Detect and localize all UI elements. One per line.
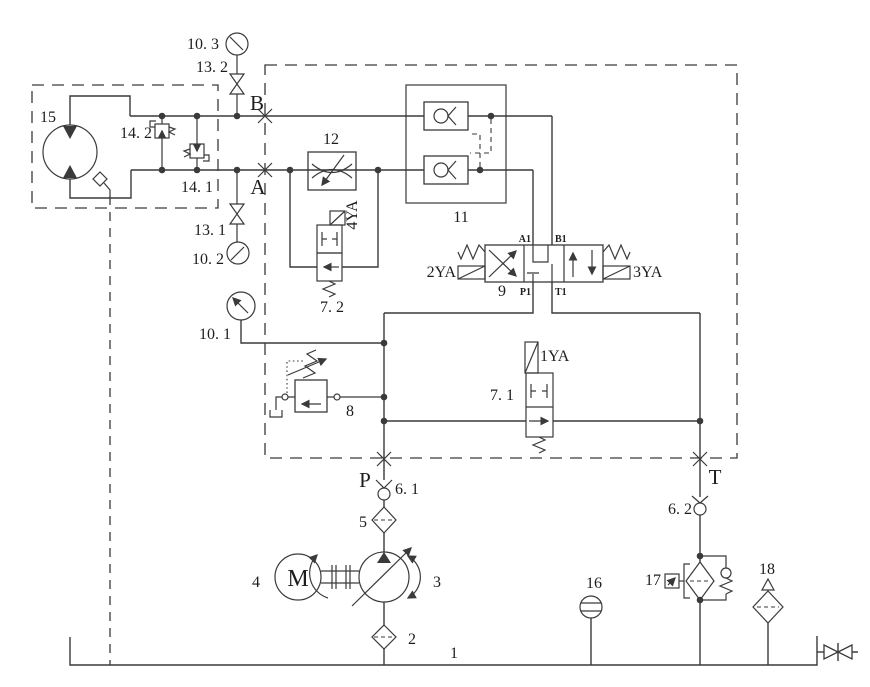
solenoid-valve-7-1 [384,341,700,454]
shutoff-valve-13-2 [228,73,246,116]
pressure-line-p [371,313,397,552]
level-gauge-16 [579,595,603,665]
motor-m-icon [274,553,322,601]
bypass-check-icon [720,567,732,579]
work-line-b [130,115,553,245]
spring-icon [321,280,337,298]
label-port-p1: P1 [520,287,531,298]
shutoff-valve-icon [228,73,246,95]
label-4: 4 [252,574,260,591]
drain-port-icon [92,171,108,187]
label-6-2: 6. 2 [668,501,692,518]
solenoid-icon [602,265,631,280]
label-14-2: 14. 2 [120,125,152,142]
spring-icon [718,577,734,595]
flow-control-valve-12 [307,151,357,191]
label-16: 16 [586,575,602,592]
coupling-icon [331,565,351,589]
spring-icon [457,243,486,261]
gauge-10-2 [226,241,250,265]
label-2ya: 2YA [427,264,457,281]
label-12: 12 [323,131,339,148]
label-13-1: 13. 1 [194,222,226,239]
label-13-2: 13. 2 [196,59,228,76]
variable-pump-3 [351,547,421,665]
gauge-10-3 [225,32,249,74]
port-plug-x-icon [376,451,392,467]
junction-dots [158,112,704,604]
shutoff-valve-13-1 [228,170,246,242]
gauge-10-1 [226,291,384,344]
label-1: 1 [450,645,458,662]
return-line-t [691,313,709,562]
electric-motor-4 [274,553,359,601]
directional-valve-9 [384,243,700,314]
label-18: 18 [759,561,775,578]
crossover-relief-14-1 [182,116,210,170]
spring-icon [531,436,547,454]
solenoid-icon [524,341,539,374]
label-15: 15 [40,109,56,126]
relief-valve-8 [269,349,384,418]
air-breather-18 [752,577,784,665]
labels: 15 10. 3 13. 2 B 14. 2 14. 1 A 13. 1 10.… [40,36,775,662]
label-9: 9 [498,283,506,300]
label-10-2: 10. 2 [192,251,224,268]
return-filter-17 [664,555,734,665]
label-17: 17 [645,572,661,589]
drain-valve-icon [823,643,840,661]
check-valve-block-11 [405,84,507,204]
port-plug-marks [257,108,273,178]
tank-drain-icon [269,410,283,418]
spring-icon [302,349,319,379]
label-1ya: 1YA [540,348,570,365]
label-port-b1: B1 [555,234,567,245]
label-3: 3 [433,574,441,591]
label-port-a: A [250,175,266,199]
motor-assembly-boundary [31,84,219,209]
tank-line [69,636,858,666]
label-port-t1: T1 [555,287,567,298]
label-port-p: P [359,468,371,492]
label-4ya: 4YA [344,200,361,230]
solenoid-valve-7-2 [289,170,379,298]
breather-cap-icon [760,577,776,591]
label-3ya: 3YA [633,264,663,281]
label-port-b: B [250,91,264,115]
check-valve-icon [693,502,707,516]
check-valve-icon [377,487,391,501]
label-2: 2 [408,631,416,648]
label-7-1: 7. 1 [490,387,514,404]
shutoff-valve-icon [228,203,246,225]
solenoid-icon [329,210,346,226]
label-11: 11 [453,209,468,226]
hydraulic-motor-15 [42,95,132,665]
spring-icon [602,243,631,261]
label-port-t: T [709,465,722,489]
label-8: 8 [346,403,354,420]
port-plug-x-icon [692,451,708,467]
solenoid-icon [457,265,486,280]
label-motor-m: M [287,566,308,592]
manifold-boundary [264,64,738,459]
label-7-2: 7. 2 [320,299,344,316]
label-port-a1: A1 [519,234,531,245]
label-14-1: 14. 1 [181,179,213,196]
label-10-1: 10. 1 [199,326,231,343]
level-gauge-icon [579,595,603,619]
label-6-1: 6. 1 [395,481,419,498]
p1-line [384,282,534,314]
t1-line [551,282,700,314]
label-10-3: 10. 3 [187,36,219,53]
crossover-relief-14-2 [149,116,177,170]
label-5: 5 [359,514,367,531]
pressure-gauge-icon [226,241,250,265]
